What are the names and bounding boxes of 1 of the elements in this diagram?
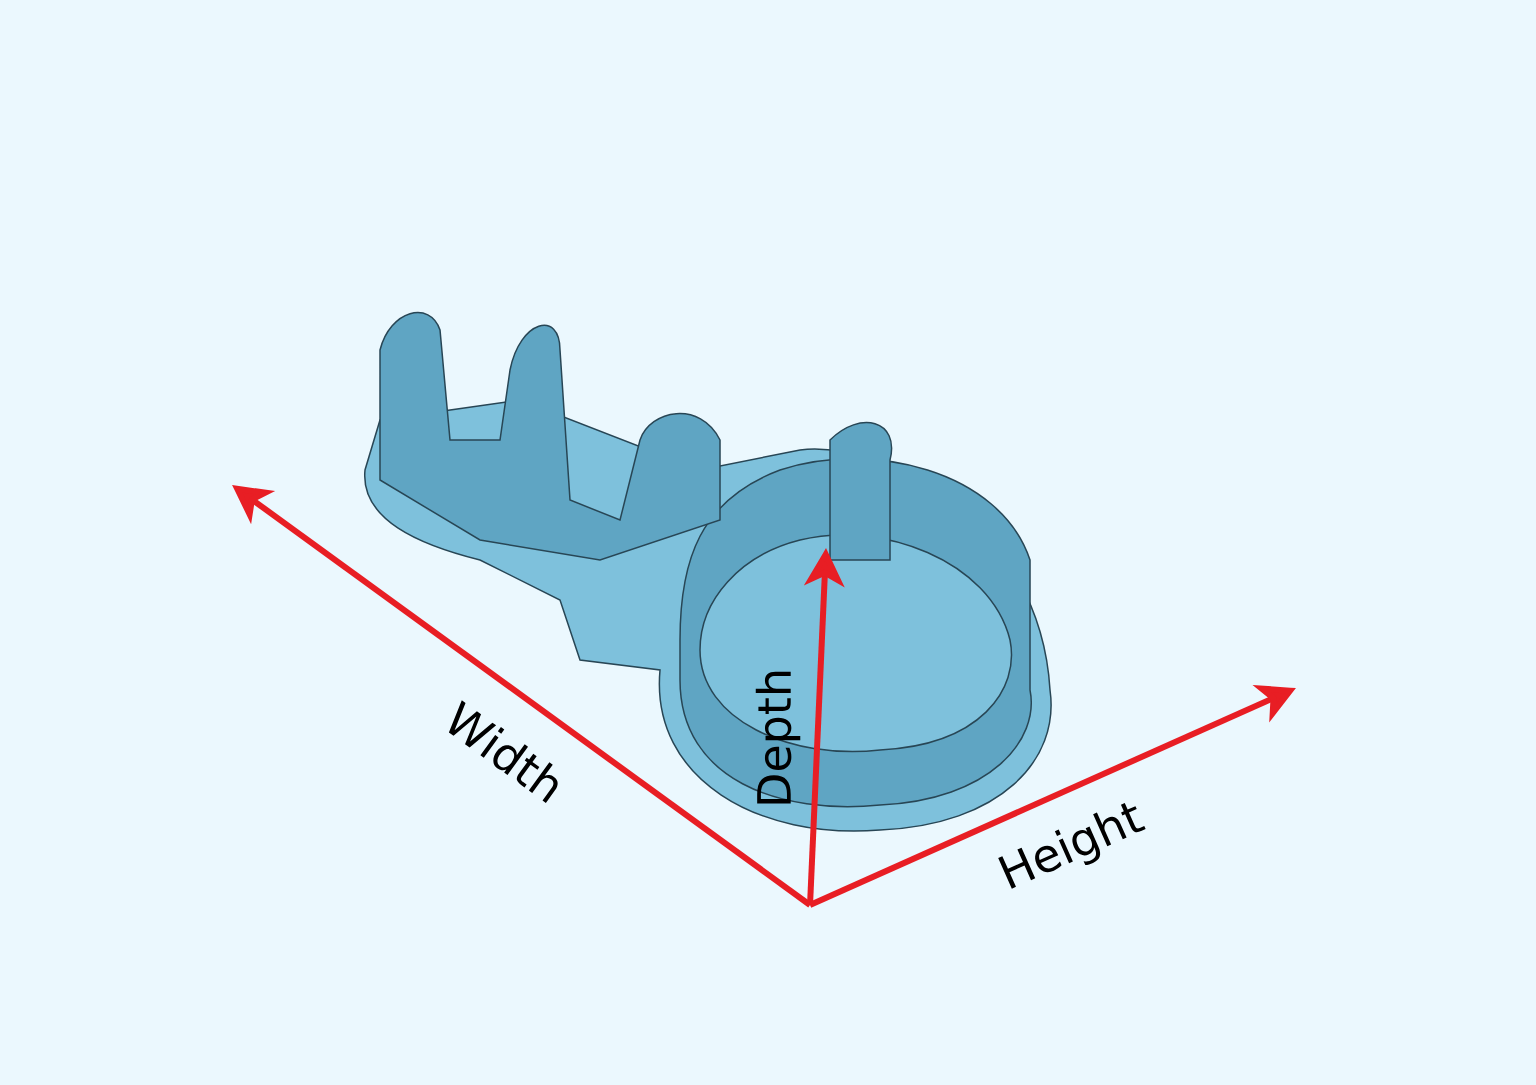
axis-label: Depth xyxy=(755,671,801,804)
